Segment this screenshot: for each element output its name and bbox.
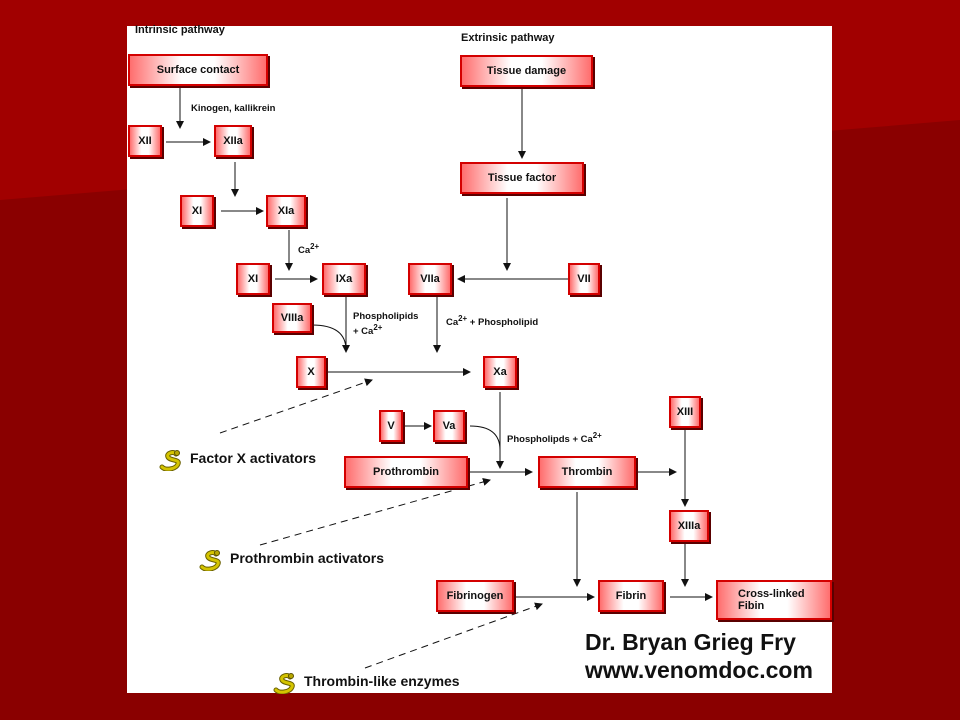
dashed-prothrombin-activators [259, 478, 491, 546]
box-xi-2: XI [236, 263, 270, 295]
snake-icon [273, 673, 295, 694]
label-phospholipids: Phospholipids + Ca2+ [353, 311, 419, 338]
box-tissue-damage: Tissue damage [460, 55, 593, 87]
box-xiii: XIII [669, 396, 701, 428]
box-vii: VII [568, 263, 600, 295]
snake-icon [159, 450, 181, 471]
arrow-viiia-curve [311, 324, 347, 351]
venom-factor-x-activators: Factor X activators [158, 445, 316, 471]
label-ca: Ca2+ [298, 242, 320, 257]
box-xia: XIa [266, 195, 306, 227]
credit-block: Dr. Bryan Grieg Fry www.venomdoc.com [585, 628, 813, 684]
box-xiiia: XIIIa [669, 510, 709, 542]
box-xii: XII [128, 125, 162, 157]
extrinsic-pathway-header: Extrinsic pathway [461, 32, 555, 44]
box-va: Va [433, 410, 465, 442]
box-surface-contact: Surface contact [128, 54, 268, 86]
intrinsic-pathway-header: Intrinsic pathway [135, 24, 225, 36]
box-v: V [379, 410, 403, 442]
arrow-va-curve [469, 425, 501, 451]
box-tissue-factor: Tissue factor [460, 162, 584, 194]
box-prothrombin: Prothrombin [344, 456, 468, 488]
crosslinked-line2: Fibin [738, 600, 765, 612]
box-xi-1: XI [180, 195, 214, 227]
box-ixa: IXa [322, 263, 366, 295]
venom-prothrombin-activators: Prothrombin activators [198, 545, 384, 571]
crosslinked-line1: Cross-linked [738, 588, 805, 600]
box-crosslinked-fibin: Cross-linked Fibin [716, 580, 832, 620]
box-viiia: VIIIa [272, 303, 312, 333]
label-ca-phospholipid: Ca2+ + Phospholipid [446, 314, 539, 329]
credit-name: Dr. Bryan Grieg Fry [585, 629, 796, 655]
venom-thrombin-like-enzymes: Thrombin-like enzymes [272, 668, 460, 694]
box-thrombin: Thrombin [538, 456, 636, 488]
credit-url: www.venomdoc.com [585, 657, 813, 683]
label-phospholipds-ca: Phospholipds + Ca2+ [507, 431, 602, 446]
box-xa: Xa [483, 356, 517, 388]
label-kinogen: Kinogen, kallikrein [191, 103, 276, 114]
dashed-factor-x-activators [219, 378, 373, 434]
snake-icon [199, 550, 221, 571]
box-x: X [296, 356, 326, 388]
box-fibrin: Fibrin [598, 580, 664, 612]
box-viia: VIIa [408, 263, 452, 295]
dashed-thrombin-like [364, 602, 543, 669]
box-fibrinogen: Fibrinogen [436, 580, 514, 612]
box-xiia: XIIa [214, 125, 252, 157]
